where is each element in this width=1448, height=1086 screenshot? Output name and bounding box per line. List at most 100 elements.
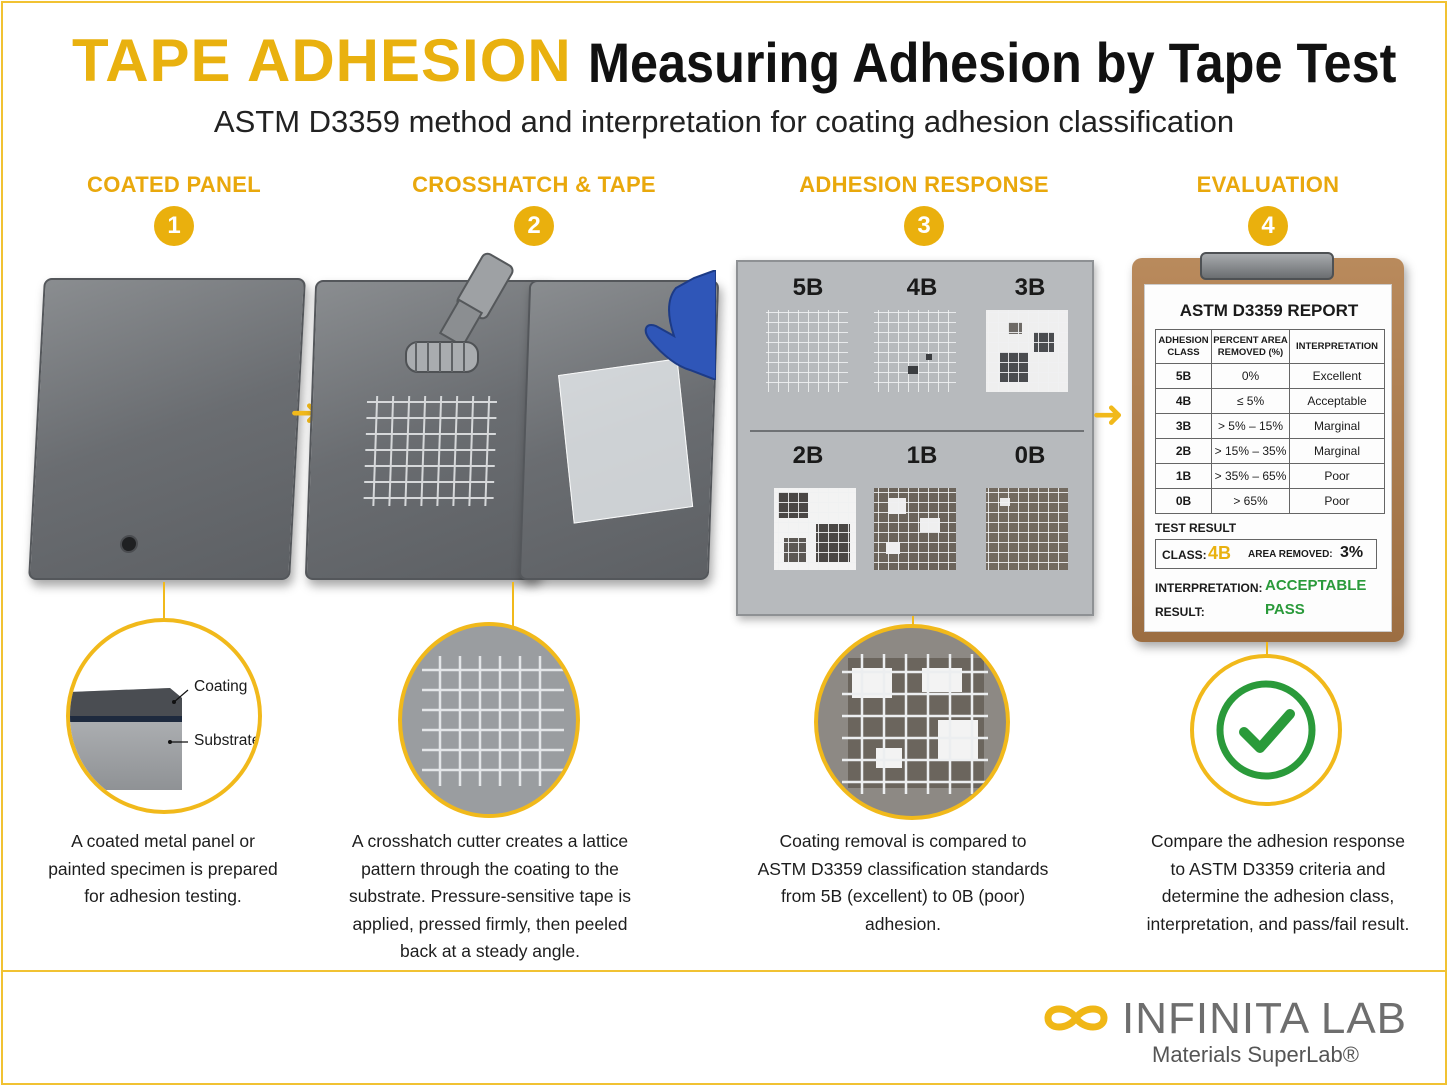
class-label-2b: 2B (792, 442, 824, 469)
adhesion-classification-board: 5B 4B 3B 2B 1B 0B (736, 260, 1094, 616)
crosshatch-panel-image (304, 280, 550, 580)
class-label-3b: 3B (1014, 274, 1046, 301)
step-4-desc-line: Compare the adhesion response (1151, 831, 1405, 851)
step-4-desc-line: determine the adhesion class, (1161, 886, 1395, 906)
report-col-header: INTERPRETATION (1289, 329, 1385, 364)
table-cell: > 65% (1211, 488, 1290, 514)
table-row: 0B> 65%Poor (1155, 488, 1385, 514)
table-cell: Marginal (1289, 438, 1385, 464)
step-2-desc-line: pattern through the coating to the (361, 858, 619, 879)
arrow-right-icon: ➜ (1092, 394, 1124, 436)
leader-line-1 (163, 582, 165, 620)
step-4-heading: EVALUATION (1196, 172, 1340, 197)
step-2-desc-line: A crosshatch cutter creates a lattice (351, 831, 629, 851)
step-3-desc-line: ASTM D3359 classification standards (757, 858, 1049, 879)
report-col-header: PERCENT AREA REMOVED (%) (1211, 329, 1290, 364)
coated-panel-image (28, 278, 306, 580)
board-divider (750, 430, 1084, 432)
table-row: 2B> 15% – 35%Marginal (1155, 438, 1385, 464)
crosshatch-zoom (398, 622, 580, 818)
table-cell: > 15% – 35% (1211, 438, 1290, 464)
step-2-description: A crosshatch cutter creates a lattice pa… (340, 828, 640, 966)
leader-line-2 (512, 582, 514, 626)
table-cell: Marginal (1289, 413, 1385, 439)
step-3-desc-line: from 5B (excellent) to 0B (poor) (780, 886, 1026, 906)
logo-tagline: Materials SuperLab® (1152, 1042, 1359, 1067)
step-3-desc-line: adhesion. (865, 913, 941, 934)
step-2-badge: 2 (514, 206, 554, 246)
pass-zoom (1190, 654, 1342, 806)
table-cell: Poor (1289, 463, 1385, 489)
gloved-hand-icon (644, 270, 716, 380)
class-label: CLASS: (1162, 548, 1207, 562)
table-cell: 5B (1155, 363, 1212, 389)
step-1-desc-line: for adhesion testing. (84, 886, 242, 906)
step-2-desc-line: applied, pressed firmly, then peeled (352, 913, 628, 934)
table-cell: 3B (1155, 413, 1212, 439)
table-cell: 4B (1155, 388, 1212, 414)
logo-name: INFINITA LAB (1122, 994, 1408, 1043)
step-4-description: Compare the adhesion response to ASTM D3… (1124, 828, 1432, 938)
table-cell: Poor (1289, 488, 1385, 514)
table-cell: 2B (1155, 438, 1212, 464)
step-2-desc-line: substrate. Pressure-sensitive tape is (348, 886, 632, 906)
table-cell: Excellent (1289, 363, 1385, 389)
table-row: 1B> 35% – 65%Poor (1155, 463, 1385, 489)
step-1-desc-line: painted specimen is prepared (48, 858, 278, 879)
step-3-badge: 3 (904, 206, 944, 246)
crosshatch-cutter-icon (405, 252, 514, 373)
table-cell: 1B (1155, 463, 1212, 489)
panel-hole (119, 535, 139, 553)
table-row: 3B> 5% – 15%Marginal (1155, 413, 1385, 439)
report-col-header: ADHESION CLASS (1155, 329, 1212, 364)
step-1-desc-line: A coated metal panel or (71, 831, 255, 851)
report-title: ASTM D3359 REPORT (1179, 301, 1359, 320)
subtitle: ASTM D3359 method and interpretation for… (213, 104, 1235, 139)
leader-line-4 (1266, 642, 1268, 656)
step-1-badge: 1 (154, 206, 194, 246)
class-label-4b: 4B (906, 274, 938, 301)
interpretation-value: ACCEPTABLE (1265, 577, 1367, 594)
substrate-label: Substrate (194, 732, 261, 749)
report-paper: ASTM D3359 REPORT ADHESION CLASS PERCENT… (1144, 284, 1392, 632)
clipboard: ASTM D3359 REPORT ADHESION CLASS PERCENT… (1132, 252, 1404, 642)
step-1-heading: COATED PANEL (87, 172, 261, 197)
step-4-desc-line: to ASTM D3359 criteria and (1170, 858, 1386, 879)
step-1-description: A coated metal panel or painted specimen… (20, 828, 306, 911)
step-2-desc-line: back at a steady angle. (400, 941, 580, 961)
leader-line-3 (912, 616, 914, 626)
area-removed-value: 3% (1340, 544, 1364, 561)
class-label-0b: 0B (1014, 442, 1046, 469)
footer-divider (2, 970, 1446, 972)
step-4-badge: 4 (1248, 206, 1288, 246)
tape-strip (558, 358, 694, 524)
result-label: RESULT: (1155, 605, 1205, 619)
report-table: ADHESION CLASS PERCENT AREA REMOVED (%) … (1155, 329, 1385, 514)
class-sample-grids (766, 310, 1068, 570)
step-3-heading: ADHESION RESPONSE (799, 172, 1049, 197)
table-row: 4B≤ 5%Acceptable (1155, 388, 1385, 414)
table-cell: Acceptable (1289, 388, 1385, 414)
table-cell: ≤ 5% (1211, 388, 1290, 414)
checkmark-icon (1216, 680, 1316, 780)
title-main: Measuring Adhesion by Tape Test (588, 31, 1397, 94)
class-label-1b: 1B (906, 442, 938, 469)
step-3-desc-line: Coating removal is compared to (779, 831, 1027, 851)
interpretation-label: INTERPRETATION: (1155, 581, 1263, 595)
table-cell: > 5% – 15% (1211, 413, 1290, 439)
step-3-description: Coating removal is compared to ASTM D335… (750, 828, 1056, 938)
class-value: 4B (1208, 543, 1232, 563)
table-cell: 0% (1211, 363, 1290, 389)
table-cell: 0B (1155, 488, 1212, 514)
step-4-desc-line: interpretation, and pass/fail result. (1146, 913, 1410, 934)
crosshatch-grid (363, 396, 498, 506)
adhesion-zoom (814, 624, 1010, 820)
cross-section-zoom: Coating Substrate (66, 618, 262, 814)
coating-label: Coating (194, 678, 248, 695)
test-result-box: CLASS: 4B AREA REMOVED: 3% (1155, 539, 1377, 569)
cross-section-diagram (70, 688, 189, 790)
clipboard-clip (1200, 252, 1334, 280)
test-result-label: TEST RESULT (1155, 521, 1237, 535)
